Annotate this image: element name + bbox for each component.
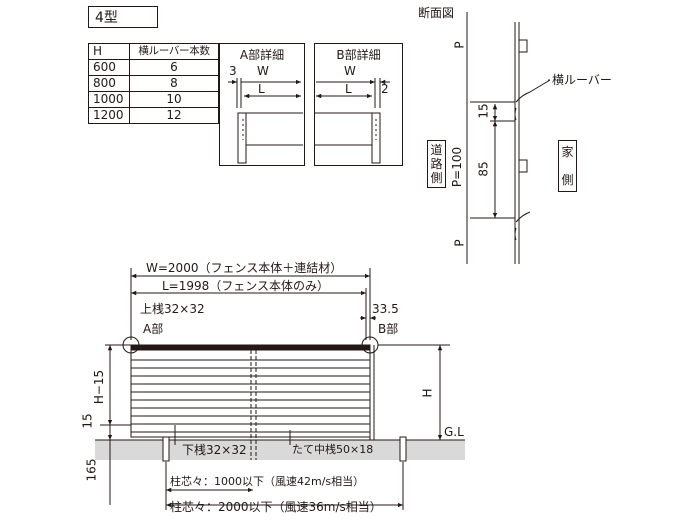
detail-a-drawing [228, 78, 303, 164]
bottom-rail-label: 下桟32×32 [182, 443, 247, 457]
front-dim-15: 15 [80, 413, 95, 429]
detail-b-dim-w: W [344, 64, 356, 78]
road-side-char: 路 [430, 157, 443, 171]
section-drawing [466, 12, 551, 264]
top-rail-label: 上桟32×32 [140, 302, 205, 316]
road-side-char: 道 [430, 143, 443, 157]
detail-a-dim-l: L [258, 82, 265, 96]
post-pitch-1000: 柱芯々：1000以下（風速42m/s相当） [170, 475, 365, 488]
detail-a-dim-3: 3 [229, 64, 237, 78]
row-h: 1200 [88, 107, 130, 124]
dim-33-5: 33.5 [372, 302, 399, 316]
row-count: 12 [129, 107, 219, 124]
detail-b-title: B部詳細 [336, 48, 381, 62]
row-count: 10 [129, 91, 219, 108]
louver-label: 横ルーバー [552, 73, 612, 87]
part-b-label: B部 [378, 322, 399, 336]
width-w-label: W=2000（フェンス本体＋連結材） [146, 261, 343, 275]
house-side-char: 家 [561, 145, 574, 159]
length-l-label: L=1998（フェンス本体のみ） [162, 279, 330, 293]
gl-label: G.L [444, 425, 464, 439]
detail-a-dim-w: W [257, 64, 269, 78]
header-louver-count: 横ルーバー本数 [129, 43, 219, 60]
detail-a-title: A部詳細 [239, 48, 285, 62]
house-side-label: 家 側 [558, 140, 577, 192]
front-view-drawing [95, 268, 465, 510]
front-dim-h: H [420, 388, 435, 398]
road-side-char: 側 [430, 171, 443, 185]
part-a-label: A部 [143, 322, 164, 336]
section-dim-85: 85 [476, 161, 491, 177]
section-p-top: P [452, 41, 467, 49]
road-side-label: 道 路 側 [427, 140, 446, 188]
section-p-bottom: P [452, 239, 467, 247]
louver-count-table: H 横ルーバー本数 600 6 800 8 1000 10 1200 12 [88, 43, 219, 124]
section-dim-15: 15 [476, 103, 491, 119]
detail-b-drawing [314, 78, 390, 164]
post-pitch-2000: 柱芯々：2000以下（風速36m/s相当） [170, 500, 382, 514]
mid-post-label: たて中桟50×18 [292, 443, 374, 456]
detail-b-dim-2: 2 [381, 82, 389, 96]
section-title: 断面図 [418, 6, 455, 20]
section-pitch: P=100 [450, 146, 465, 188]
house-side-char: 側 [561, 173, 574, 187]
type-title: 4型 [88, 6, 158, 28]
table-row: 1000 10 [88, 91, 219, 108]
h-minus-15: H−15 [92, 369, 107, 405]
detail-b-dim-l: L [345, 82, 352, 96]
front-dim-165: 165 [84, 458, 99, 482]
table-row: 1200 12 [88, 107, 219, 124]
